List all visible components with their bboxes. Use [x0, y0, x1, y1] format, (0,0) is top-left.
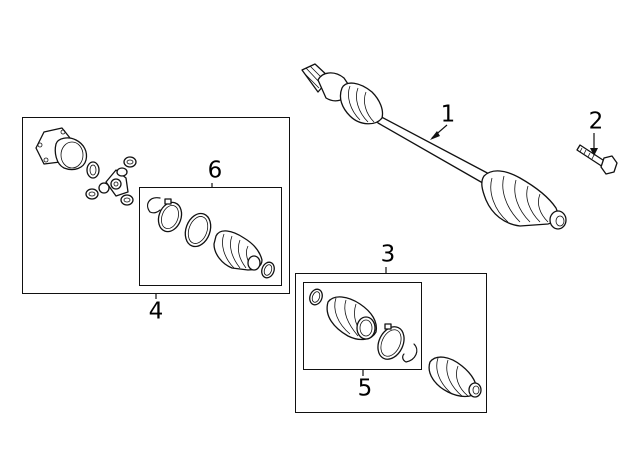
callout-1: 1	[440, 101, 456, 128]
inner-boot-kit-icon	[147, 197, 275, 279]
outer-joint-kit-box	[295, 273, 487, 413]
outer-cv-joint-kit-icon	[428, 356, 482, 398]
callout-2: 2	[588, 108, 604, 135]
callout-5: 5	[357, 375, 373, 402]
axle-shaft-assembly-icon	[301, 63, 567, 230]
inner-boot-kit-box	[139, 187, 282, 286]
callout-4: 4	[148, 298, 164, 325]
callout-3: 3	[380, 241, 396, 268]
inner-cv-joint-kit-icon	[35, 127, 137, 206]
callout-6: 6	[207, 157, 223, 184]
axle-bolt-icon	[576, 133, 618, 175]
inner-joint-kit-box	[22, 117, 290, 294]
outer-boot-kit-icon	[309, 288, 418, 363]
outer-boot-kit-box	[303, 282, 422, 370]
